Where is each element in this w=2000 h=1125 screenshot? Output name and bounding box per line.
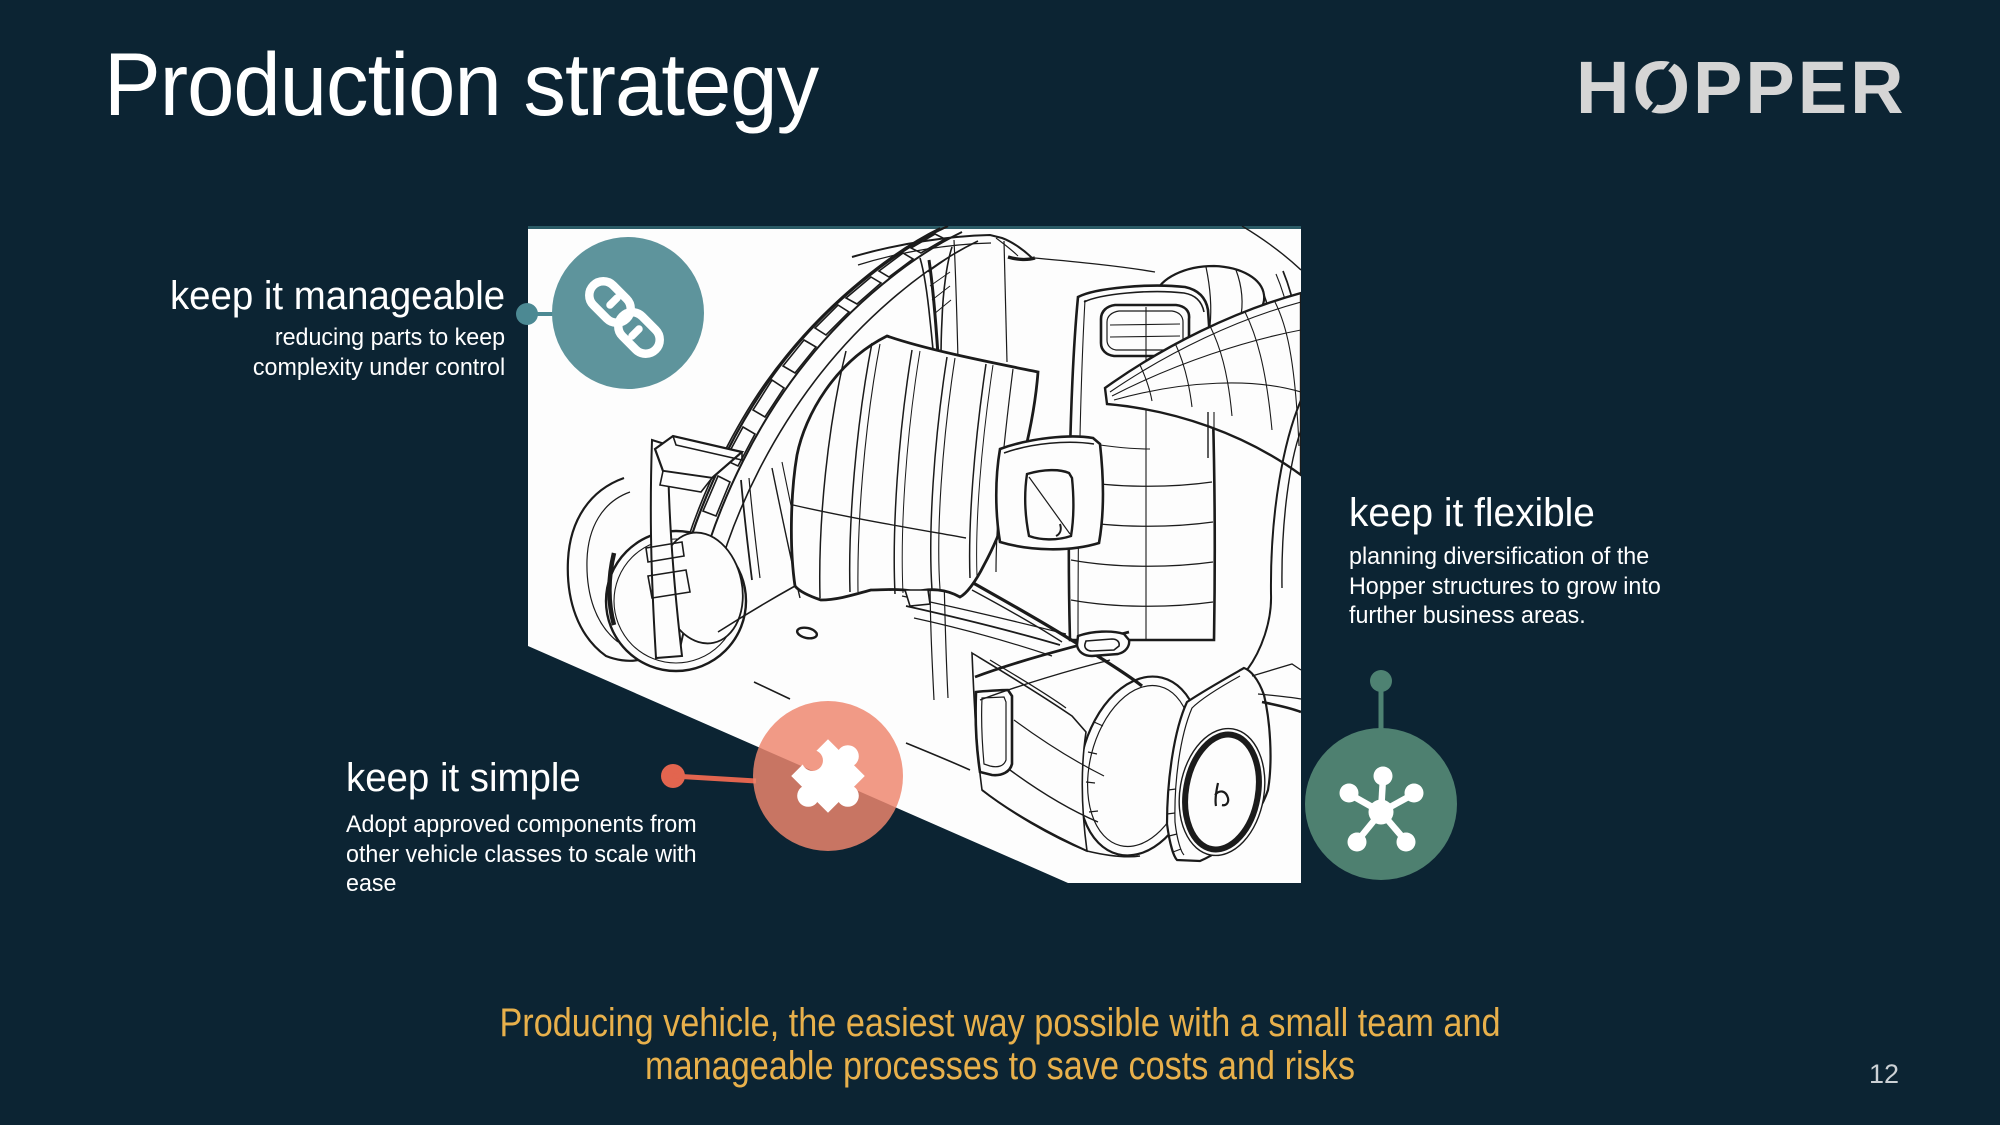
- svg-text:HOPPER: HOPPER: [1576, 46, 1907, 129]
